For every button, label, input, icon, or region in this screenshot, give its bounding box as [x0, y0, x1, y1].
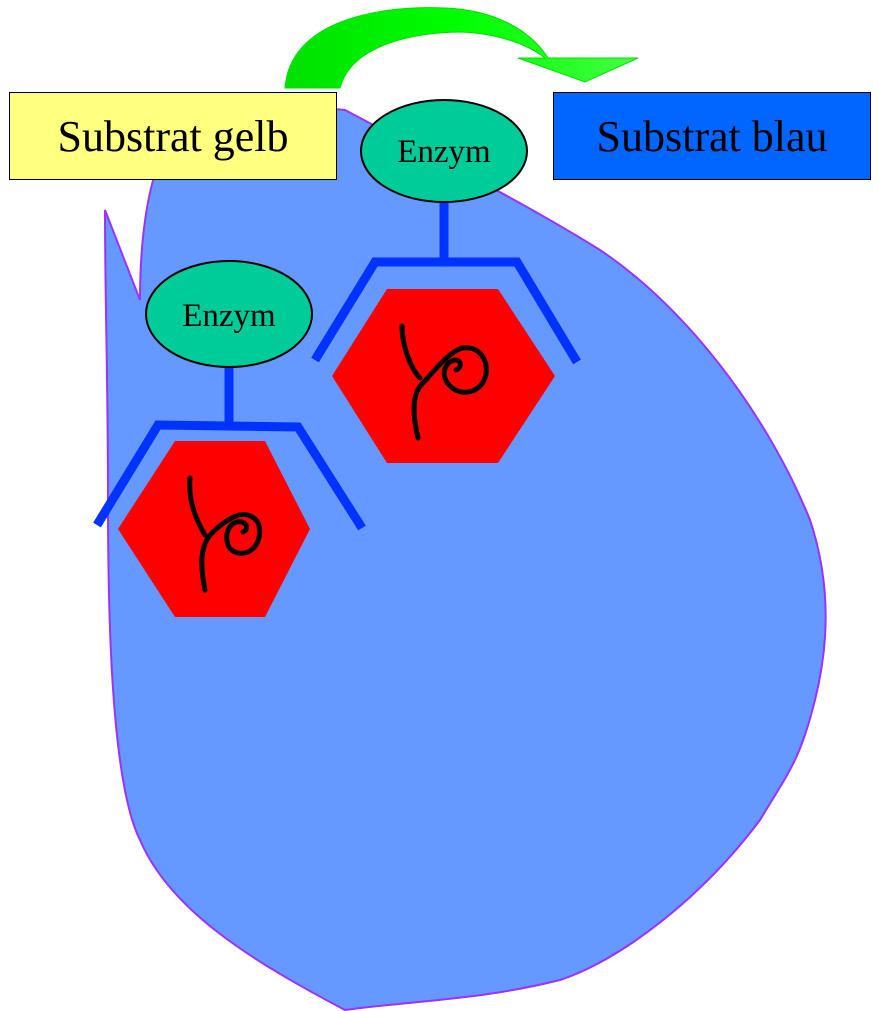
conversion-arrow	[284, 7, 639, 89]
enzyme-right	[360, 99, 528, 203]
antigen-squiggle	[187, 475, 263, 593]
substrate-yellow-label: Substrat gelb	[57, 111, 289, 161]
enzyme-label-right: Enzym	[397, 134, 491, 170]
enzyme-left	[145, 260, 313, 368]
substrate-blue-label: Substrat blau	[596, 111, 828, 161]
antigen-squiggle	[399, 323, 489, 441]
substrate-blue-box: Substrat blau	[553, 92, 871, 180]
substrate-yellow-box: Substrat gelb	[9, 92, 337, 180]
enzyme-label-left: Enzym	[182, 298, 276, 334]
